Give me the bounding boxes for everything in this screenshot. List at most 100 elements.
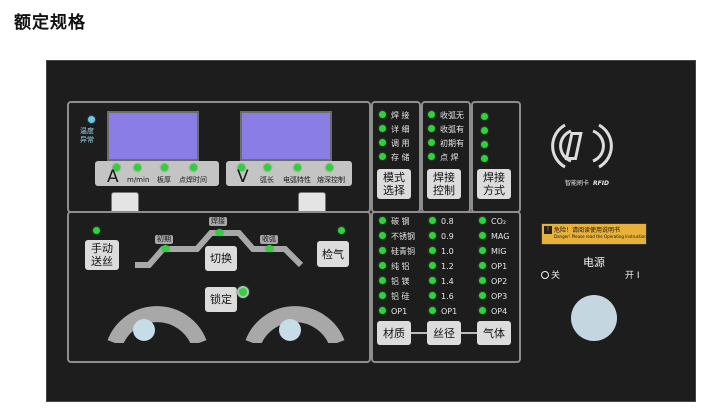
gas-led <box>479 262 486 269</box>
voltage-display <box>240 111 332 161</box>
welding-stage-led <box>216 229 223 236</box>
wire-led <box>429 217 436 224</box>
off-label: 关 <box>551 271 561 281</box>
warning-text-en: Danger! Please read the Operating Instru… <box>554 234 649 239</box>
gas-led <box>479 247 486 254</box>
penetration-control-unit: 熔深控制 <box>317 176 345 184</box>
power-title: 电源 <box>583 256 605 269</box>
wire-led <box>429 232 436 239</box>
voltage-unit-led <box>238 164 245 171</box>
wire-item: 1.6 <box>429 292 454 302</box>
rfid-text: RFID <box>593 180 609 187</box>
volt-unit: V <box>237 167 249 187</box>
mode-weld-led <box>379 111 386 118</box>
temperature-alarm-label: 温度 异常 <box>80 127 94 144</box>
weld-method-button[interactable]: 焊接 方式 <box>477 169 511 199</box>
manual-feed-led <box>93 227 100 234</box>
wire-led <box>429 262 436 269</box>
method-led-1 <box>481 113 488 120</box>
material-item: 纯 铝 <box>379 262 410 272</box>
wire-diameter-button[interactable]: 丝径 <box>427 321 461 345</box>
voltage-knob[interactable] <box>279 319 301 341</box>
current-knob[interactable] <box>133 319 155 341</box>
ampere-unit: A <box>107 167 119 187</box>
gas-led <box>479 292 486 299</box>
manual-feed-button[interactable]: 手动 送丝 <box>85 240 119 270</box>
control-initial-led <box>428 139 435 146</box>
arc-characteristic-unit: 电弧特性 <box>283 176 311 184</box>
control-no-crater: 收弧无 <box>428 111 464 121</box>
gas-item: OP3 <box>479 292 507 302</box>
material-led <box>379 232 386 239</box>
mode-recall-led <box>379 139 386 146</box>
rfid-wave-icon <box>551 123 613 169</box>
power-section: ! 危险！请阅读使用说明书 Danger! Please read the Op… <box>533 211 683 361</box>
current-knob-dial <box>107 306 207 343</box>
gas-led <box>479 307 486 314</box>
crater-stage-label: 收弧 <box>260 235 278 244</box>
gas-item: OP1 <box>479 262 507 272</box>
wire-item: 1.4 <box>429 277 454 287</box>
material-item: 不锈钢 <box>379 232 415 242</box>
wire-item: 1.2 <box>429 262 454 272</box>
gas-item: CO₂ <box>479 217 506 227</box>
control-spot: 点 焊 <box>428 153 459 163</box>
gas-item: OP4 <box>479 307 507 317</box>
mode-save: 存 储 <box>379 153 410 163</box>
on-label: 开 I <box>625 271 640 281</box>
gas-button[interactable]: 气体 <box>477 321 511 345</box>
weld-control-button[interactable]: 焊接 控制 <box>427 169 461 199</box>
wire-led <box>429 247 436 254</box>
material-led <box>379 292 386 299</box>
wire-item: 0.8 <box>429 217 454 227</box>
control-crater: 收弧有 <box>428 125 464 135</box>
wire-led <box>429 292 436 299</box>
speed-unit-led <box>134 164 141 171</box>
material-led <box>379 277 386 284</box>
gas-check-led <box>338 227 345 234</box>
material-button[interactable]: 材质 <box>377 321 411 345</box>
material-item: 铝 镁 <box>379 277 410 287</box>
wire-led <box>429 277 436 284</box>
material-item: 铝 硅 <box>379 292 410 302</box>
lock-button[interactable]: 锁定 <box>205 287 237 312</box>
material-item: OP1 <box>379 307 407 317</box>
temperature-alarm-led <box>88 116 95 123</box>
process-curve <box>135 230 304 268</box>
power-switch[interactable] <box>571 295 617 341</box>
penetration-control-led <box>326 164 333 171</box>
off-icon <box>541 271 549 279</box>
mode-save-led <box>379 153 386 160</box>
initial-stage-led <box>162 245 169 252</box>
rfid-reader: 智能刷卡 RFID <box>533 107 631 193</box>
mode-detail: 详 细 <box>379 125 410 135</box>
thickness-unit-led <box>161 164 168 171</box>
current-display <box>107 111 199 161</box>
wire-item: 1.0 <box>429 247 454 257</box>
warning-sticker: ! 危险！请阅读使用说明书 Danger! Please read the Op… <box>541 223 649 245</box>
welder-control-panel: 温度 异常 A m/min 板厚 点焊时间 V 弧长 电弧特性 熔深控制 焊 接… <box>46 60 696 402</box>
page-title: 额定规格 <box>14 13 86 33</box>
control-initial: 初期有 <box>428 139 464 149</box>
crater-stage-led <box>266 245 273 252</box>
gas-check-button[interactable]: 检气 <box>317 241 349 267</box>
control-no-crater-led <box>428 111 435 118</box>
wire-led <box>429 307 436 314</box>
mode-detail-led <box>379 125 386 132</box>
spot-time-unit-led <box>190 164 197 171</box>
gas-led <box>479 217 486 224</box>
current-unit-led <box>113 164 120 171</box>
material-item: 碳 钢 <box>379 217 410 227</box>
welding-stage-label: 焊接 <box>209 217 227 226</box>
gas-item: OP2 <box>479 277 507 287</box>
voltage-knob-dial <box>245 306 345 343</box>
method-led-3 <box>481 141 488 148</box>
spot-time-unit: 点焊时间 <box>179 176 207 184</box>
method-led-2 <box>481 127 488 134</box>
switch-button[interactable]: 切换 <box>205 246 237 271</box>
arc-characteristic-led <box>294 164 301 171</box>
mode-select-button[interactable]: 模式 选择 <box>377 169 411 199</box>
control-spot-led <box>428 153 435 160</box>
warning-text: 危险！请阅读使用说明书 <box>554 227 621 234</box>
mode-recall: 调 用 <box>379 139 410 149</box>
